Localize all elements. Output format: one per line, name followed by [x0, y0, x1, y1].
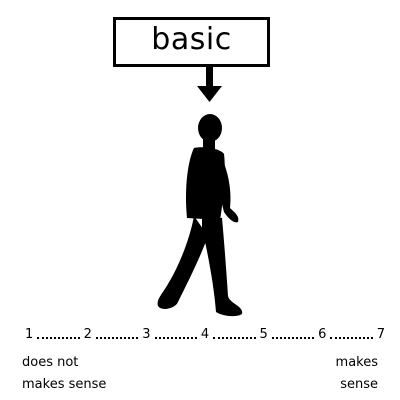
scale-anchor-left-line2: makes sense — [22, 377, 107, 392]
scale-anchor-right-line2: sense — [340, 377, 378, 392]
stimulus-word: basic — [151, 22, 232, 57]
scale-point-7[interactable]: 7 — [377, 327, 385, 342]
scale-number: 5 — [259, 326, 268, 342]
scale-number: 1 — [25, 326, 34, 342]
scale-dotted-line — [154, 337, 197, 339]
scale-dotted-line — [95, 337, 139, 339]
scale-anchor-left: does not makes sense — [22, 352, 106, 396]
rating-scale: 1 2 3 4 5 6 7 — [25, 323, 385, 345]
scale-anchor-left-line1: does not — [22, 355, 79, 370]
scale-number: 7 — [376, 326, 386, 342]
scale-dotted-line — [37, 337, 80, 339]
scale-point-5[interactable]: 5 — [260, 327, 319, 342]
scale-point-4[interactable]: 4 — [201, 327, 260, 342]
scale-anchor-right: makes sense — [336, 352, 378, 396]
stimulus-word-box: basic — [113, 17, 270, 67]
scale-anchor-right-line1: makes — [335, 355, 378, 370]
scale-number: 6 — [318, 326, 327, 342]
scale-point-3[interactable]: 3 — [142, 327, 201, 342]
scale-number: 3 — [142, 326, 151, 342]
scale-dotted-line — [213, 337, 256, 339]
scale-point-2[interactable]: 2 — [84, 327, 143, 342]
scale-dotted-line — [330, 337, 373, 339]
walking-person-silhouette-icon — [157, 114, 243, 317]
scale-number: 4 — [200, 326, 210, 342]
scale-point-1[interactable]: 1 — [25, 327, 84, 342]
scale-number: 2 — [83, 326, 92, 342]
down-arrow-icon — [197, 66, 222, 102]
scale-point-6[interactable]: 6 — [318, 327, 377, 342]
scale-dotted-line — [271, 337, 315, 339]
